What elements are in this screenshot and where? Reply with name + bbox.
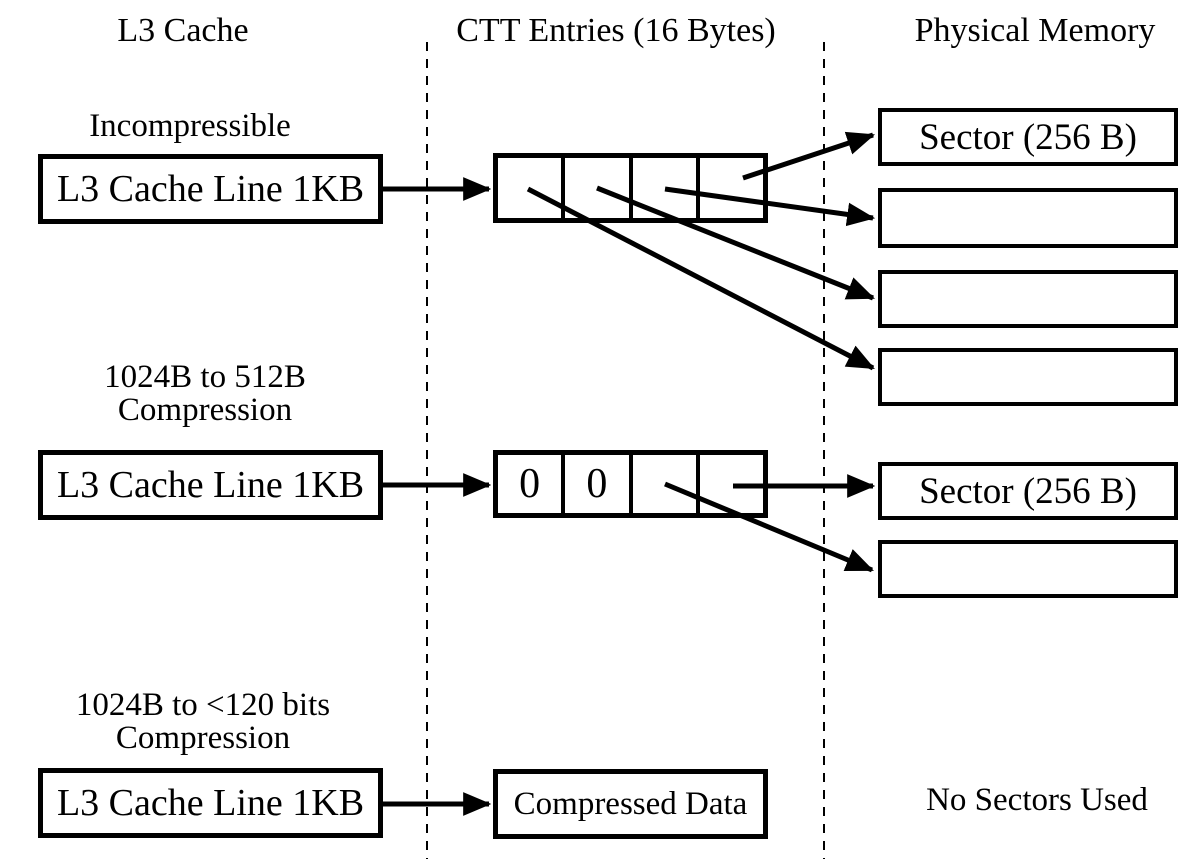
row2-l3-cache-line-box: L3 Cache Line 1KB <box>38 450 383 520</box>
row2-ctt-entry-box: 0 0 <box>493 450 768 518</box>
column-header-l3-cache: L3 Cache <box>117 12 249 49</box>
row2-label-line2: Compression <box>117 392 293 428</box>
row1-ctt-cell-4 <box>695 158 763 218</box>
row1-sector-label: Sector (256 B) <box>919 116 1137 158</box>
row3-no-sectors-used-text: No Sectors Used <box>926 782 1148 818</box>
row1-ctt-entry-box <box>493 153 768 223</box>
row1-sector-box-1: Sector (256 B) <box>878 108 1178 166</box>
row1-ctt-cell-2 <box>561 158 628 218</box>
row1-ctt-cell-3 <box>628 158 696 218</box>
row2-label-line1: 1024B to 512B <box>104 359 306 395</box>
row1-l3-cache-line-text: L3 Cache Line 1KB <box>56 168 365 210</box>
row1-l3-cache-line-box: L3 Cache Line 1KB <box>38 154 383 224</box>
row1-sector-box-4 <box>878 348 1178 406</box>
row3-label-line1: 1024B to <120 bits <box>75 687 331 723</box>
row3-label-compression: 1024B to <120 bits Compression <box>48 689 358 755</box>
row2-ctt-cell-3 <box>628 455 696 513</box>
row2-label-compression: 1024B to 512B Compression <box>55 361 355 427</box>
row2-ctt-cell-2: 0 <box>561 455 628 513</box>
row3-l3-cache-line-box: L3 Cache Line 1KB <box>38 768 383 838</box>
row2-sector-label: Sector (256 B) <box>919 470 1137 512</box>
column-header-ctt-entries: CTT Entries (16 Bytes) <box>456 12 776 49</box>
row3-compressed-data-box: Compressed Data <box>493 769 768 839</box>
row1-sector-box-2 <box>878 188 1178 248</box>
row2-l3-cache-line-text: L3 Cache Line 1KB <box>56 464 365 506</box>
row2-sector-box-1: Sector (256 B) <box>878 462 1178 520</box>
row3-l3-cache-line-text: L3 Cache Line 1KB <box>56 782 365 824</box>
row2-sector-box-2 <box>878 540 1178 598</box>
row2-ctt-cell-4 <box>695 455 763 513</box>
row1-ctt-cell-1 <box>498 158 561 218</box>
row3-compressed-data-text: Compressed Data <box>513 785 748 822</box>
row1-label-incompressible: Incompressible <box>89 108 291 144</box>
column-header-physical-memory: Physical Memory <box>914 12 1156 49</box>
row3-label-line2: Compression <box>115 720 291 756</box>
row2-ctt-cell-1: 0 <box>519 461 541 507</box>
row1-sector-box-3 <box>878 270 1178 328</box>
